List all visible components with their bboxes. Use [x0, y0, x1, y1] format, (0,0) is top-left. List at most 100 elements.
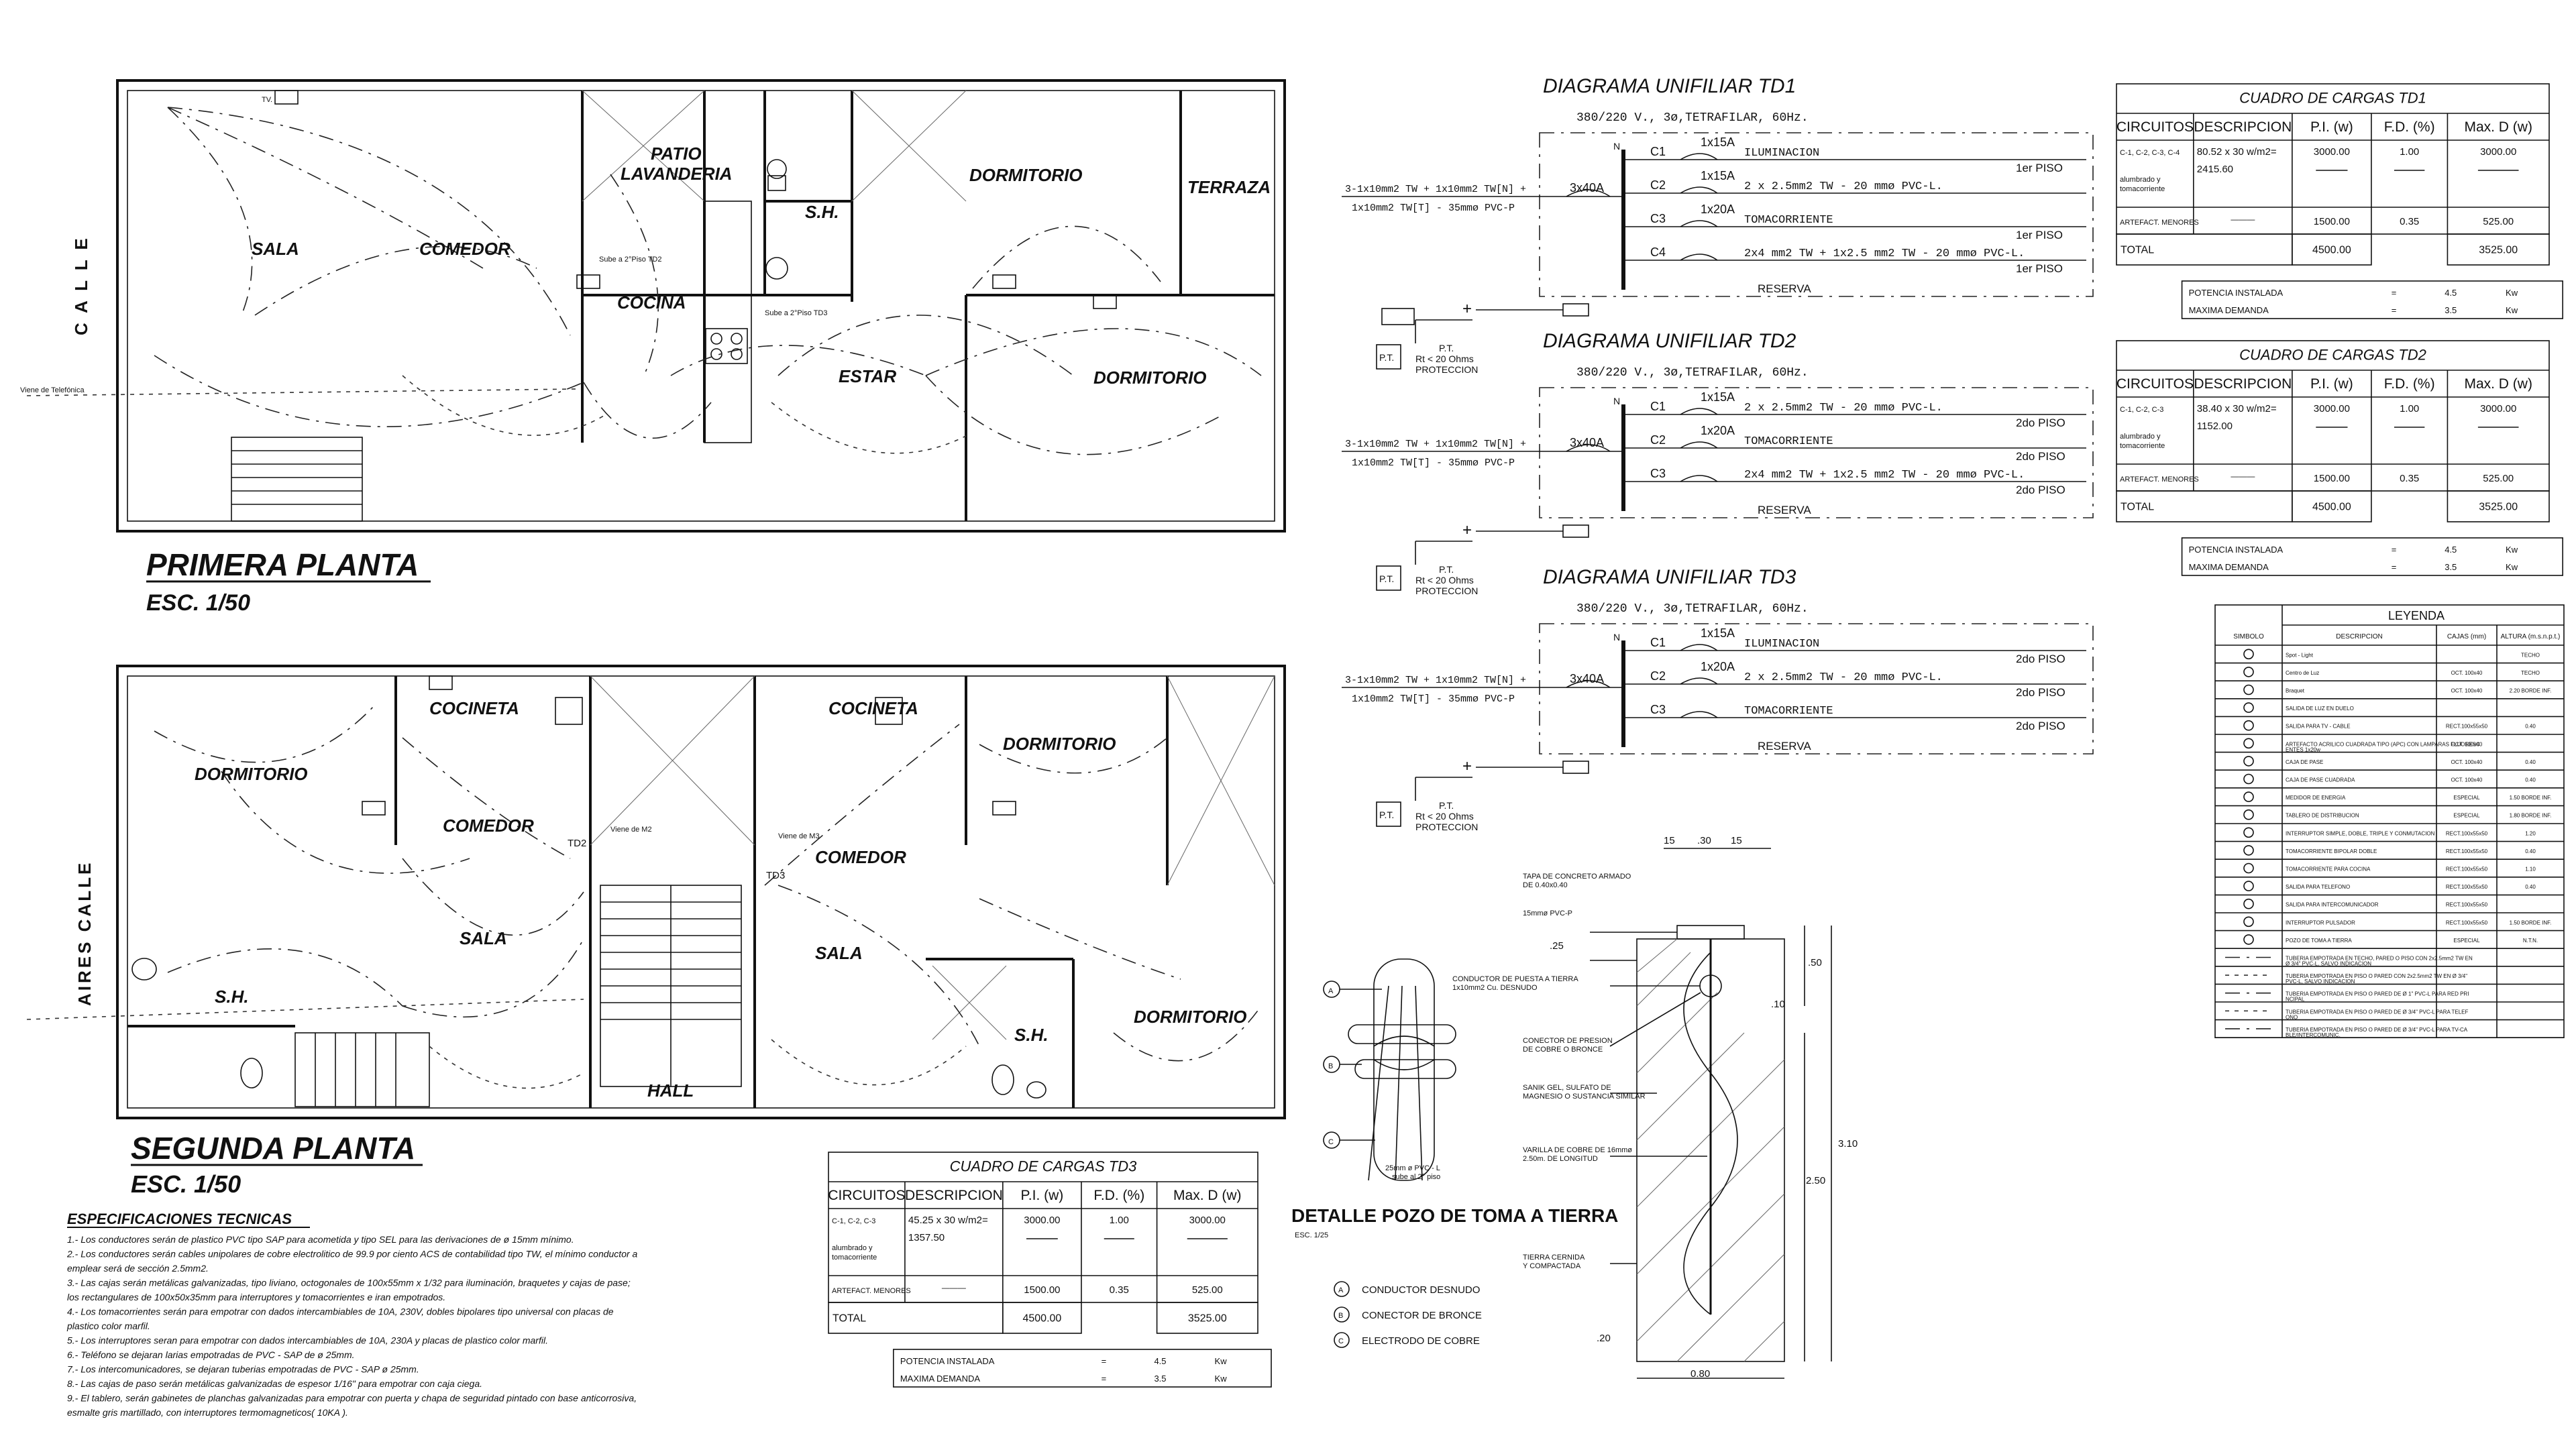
circuit-breaker: 1x15A — [1701, 169, 1735, 182]
summary-unit: Kw — [1215, 1374, 1228, 1384]
dim-25: .25 — [1550, 940, 1564, 952]
note-sube-td3: Sube a 2°Piso TD3 — [765, 309, 827, 317]
summary-eq: = — [1102, 1374, 1107, 1384]
circuit-breaker: 1x20A — [1701, 203, 1735, 216]
row-desc3b: tomacorriente — [832, 1253, 877, 1262]
legend-height: 1.80 BORDE INF. — [2510, 813, 2552, 819]
legend-box: OCT. 100x40 — [2451, 687, 2483, 693]
summary-label: MAXIMA DEMANDA — [900, 1374, 981, 1384]
legend-desc-cont: BLE/INTERCOMUNIC. — [2286, 1032, 2341, 1038]
total-md: 3525.00 — [2479, 245, 2518, 256]
legend-desc: Centro de Luz — [2286, 670, 2319, 676]
legend-height: 2.20 BORDE INF. — [2510, 687, 2552, 693]
summary-box — [2181, 537, 2563, 576]
total-label: TOTAL — [2121, 245, 2154, 256]
legend-box: RECT.100x55x50 — [2446, 884, 2488, 890]
diagram-title: DIAGRAMA UNIFILIAR TD2 — [1543, 330, 1796, 352]
summary-value: 4.5 — [2445, 288, 2457, 298]
row-circuits: C-1, C-2, C-3, C-4 — [2120, 149, 2180, 157]
spec-line: esmalte gris martillado, con interruptor… — [67, 1407, 348, 1418]
legend-box: OCT. 100x40 — [2451, 670, 2483, 676]
legend-box: RECT.100x55x50 — [2446, 830, 2488, 836]
neutral-label: N — [1613, 396, 1620, 406]
legend-symbol — [2243, 845, 2254, 856]
legend-symbol — [2243, 738, 2254, 749]
legend-desc: SALIDA DE LUZ EN DUELO — [2286, 706, 2354, 712]
label-conductor: CONDUCTOR DE PUESTA A TIERRA — [1452, 975, 1578, 983]
circuit-floor: 2do PISO — [2016, 686, 2065, 699]
circuit-id: C2 — [1650, 669, 1666, 683]
legend-box: RECT.100x55x50 — [2446, 848, 2488, 854]
room-label-dormitorio-3: DORMITORIO — [195, 764, 308, 784]
table-title: CUADRO DE CARGAS TD2 — [2239, 347, 2426, 364]
pt-label: P.T. — [1439, 343, 1454, 353]
technical-specs: ESPECIFICACIONES TECNICAS 1.- Los conduc… — [66, 1211, 638, 1418]
row-desc3b: tomacorriente — [2120, 185, 2165, 193]
note-td2: TD2 — [568, 838, 586, 849]
total-md: 3525.00 — [2479, 502, 2518, 513]
summary-eq: = — [2392, 545, 2397, 555]
row2-circuits: ARTEFACT. MENORES — [2120, 219, 2199, 227]
spec-line: 3.- Las cajas serán metálicas galvanizad… — [67, 1278, 631, 1288]
spec-line: emplear será de sección 2.5mm2. — [67, 1263, 209, 1274]
legend-marker-c: C — [1338, 1337, 1344, 1345]
label-tapa-2: DE 0.40x0.40 — [1523, 881, 1568, 889]
plus-sign: + — [1462, 757, 1472, 775]
spec-line: 7.- Los intercomunicadores, se dejaran t… — [67, 1364, 419, 1375]
row-md: 3000.00 — [1189, 1215, 1226, 1226]
pt-rt: Rt < 20 Ohms — [1415, 575, 1474, 585]
ground-detail-title: DETALLE POZO DE TOMA A TIERRA — [1291, 1205, 1618, 1226]
table-header: P.I. (w) — [1021, 1188, 1064, 1203]
table-header: CIRCUITOS — [2116, 376, 2194, 392]
first-floor-street-label: C A L L E — [71, 235, 91, 335]
marker-b-letter: B — [1328, 1062, 1333, 1070]
row2-pi: 1500.00 — [2314, 473, 2350, 484]
legend-header: SIMBOLO — [2233, 633, 2264, 640]
summary-eq: = — [2392, 288, 2397, 298]
diagram-box — [1539, 387, 2094, 518]
row-desc: 80.52 x 30 w/m2= — [2197, 146, 2277, 158]
room-label-lavanderia: LAVANDERIA — [621, 164, 733, 184]
legend-symbol — [2243, 916, 2254, 928]
label-varilla-2: 2.50m. DE LONGITUD — [1523, 1155, 1598, 1163]
room-label-dormitorio-4: DORMITORIO — [1003, 734, 1116, 754]
row2-desc: ——— — [2231, 215, 2255, 224]
first-floor-plan: TV. C A L L E SALA COMEDOR PATIO LAVANDE… — [20, 79, 1415, 616]
second-floor-fixtures — [131, 675, 1046, 1099]
legend-box: ESPECIAL — [2453, 813, 2480, 819]
circuit-breaker: 1x15A — [1701, 135, 1735, 149]
summary-label: POTENCIA INSTALADA — [2189, 288, 2284, 298]
row2-circuits: ARTEFACT. MENORES — [2120, 476, 2199, 484]
second-floor-wiring — [26, 704, 1262, 1089]
tv-label-1: TV. — [262, 96, 272, 104]
circuit-id: C4 — [1650, 245, 1666, 259]
tube-label-2: sube al 2° piso — [1392, 1173, 1440, 1181]
first-floor-scale: ESC. 1/50 — [146, 590, 250, 616]
circuit-desc: TOMACORRIENTE — [1744, 705, 1833, 718]
plus-sign: + — [1462, 300, 1472, 318]
diagram-box — [1539, 132, 2094, 297]
reserva-label: RESERVA — [1758, 282, 1811, 295]
legend-height: 0.40 — [2525, 777, 2536, 783]
summary-eq: = — [2392, 305, 2397, 315]
legend-height: 1.20 — [2525, 830, 2536, 836]
legend-height: TECHO — [2521, 670, 2540, 676]
room-label-cocina: COCINA — [617, 292, 686, 313]
table-header: CIRCUITOS — [828, 1188, 905, 1203]
ground-well-detail: A B C 25mm ø PVC - L sube al 2° piso 15 — [1291, 835, 1858, 1380]
diagram-supply: 380/220 V., 3ø,TETRAFILAR, 60Hz. — [1576, 366, 1809, 380]
circuit-desc: TOMACORRIENTE — [1744, 214, 1833, 227]
legend-symbol — [2243, 756, 2254, 767]
room-label-estar: ESTAR — [839, 366, 896, 386]
table-header: DESCRIPCION — [2194, 119, 2292, 135]
pt-rt: Rt < 20 Ohms — [1415, 811, 1474, 822]
row-desc3a: alumbrado y — [832, 1244, 873, 1252]
room-label-dormitorio-5: DORMITORIO — [1134, 1007, 1247, 1027]
dim-20: .20 — [1597, 1333, 1611, 1344]
neutral-label: N — [1613, 632, 1620, 643]
legend-height: N.T.N. — [2523, 938, 2538, 944]
circuit-floor: 2do PISO — [2016, 484, 2065, 496]
